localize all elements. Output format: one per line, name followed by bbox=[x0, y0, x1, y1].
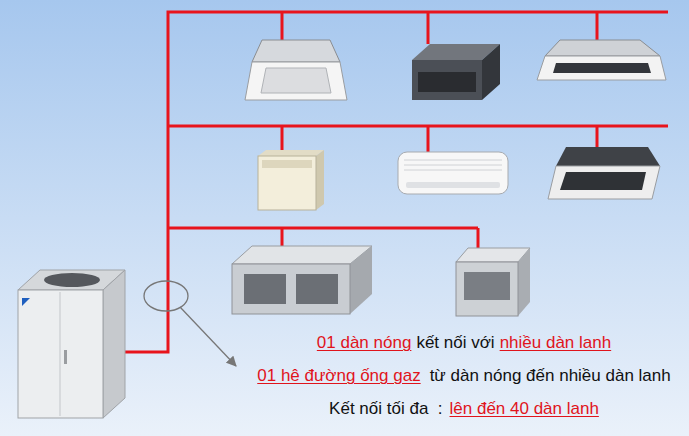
note-line: Kết nối tối đa : lên đến 40 dàn lanh bbox=[329, 399, 599, 419]
unit-grille bbox=[261, 68, 331, 93]
unit-body bbox=[258, 156, 316, 210]
unit-panel bbox=[537, 56, 666, 80]
note-line: 01 hê đường ống gaz từ dàn nóng đến nhiều… bbox=[257, 366, 670, 386]
fan-grille bbox=[44, 273, 100, 287]
concealed-unit bbox=[456, 248, 530, 316]
unit-grille bbox=[560, 172, 646, 190]
unit-body bbox=[258, 150, 324, 156]
unit-body bbox=[545, 40, 660, 56]
cassette-unit bbox=[245, 40, 347, 100]
gas-pipe bbox=[427, 12, 430, 44]
highlight-text: 01 dàn nóng bbox=[317, 333, 412, 352]
gas-pipe bbox=[281, 126, 284, 154]
unit-body bbox=[556, 147, 660, 166]
unit-grille bbox=[296, 274, 338, 304]
note-line: 01 dàn nóngkết nối với nhiều dàn lanh bbox=[317, 333, 611, 353]
unit-seam bbox=[60, 292, 61, 416]
unit-panel bbox=[245, 62, 347, 100]
gas-pipe bbox=[596, 12, 599, 40]
unit-body bbox=[412, 60, 482, 100]
gas-pipe bbox=[125, 12, 668, 352]
highlight-text: 01 hê đường ống gaz bbox=[257, 366, 420, 385]
unit-grille bbox=[418, 72, 476, 92]
unit-body bbox=[350, 246, 372, 314]
gas-pipe bbox=[427, 126, 430, 154]
unit-body bbox=[518, 248, 530, 316]
unit-body bbox=[482, 44, 500, 100]
unit-grille bbox=[464, 272, 510, 300]
highlight-text: nhiều dàn lanh bbox=[500, 333, 612, 352]
unit-body bbox=[398, 152, 508, 194]
unit-body bbox=[456, 248, 530, 262]
unit-handle bbox=[64, 350, 67, 364]
leader-line bbox=[180, 307, 236, 366]
gas-pipe bbox=[281, 228, 284, 246]
note-text: Kết nối tối đa : bbox=[329, 399, 442, 418]
gas-pipe bbox=[477, 228, 480, 248]
brand-logo bbox=[22, 298, 30, 306]
gas-pipe bbox=[168, 125, 668, 128]
cassette-unit bbox=[548, 147, 660, 199]
note-text: từ dàn nóng đến nhiều dàn lanh bbox=[430, 366, 671, 385]
unit-body bbox=[456, 262, 518, 316]
duct-unit bbox=[412, 44, 500, 100]
unit-grille bbox=[262, 160, 312, 168]
unit-grille bbox=[244, 274, 286, 304]
gas-pipe bbox=[168, 227, 478, 230]
unit-grille bbox=[553, 63, 651, 73]
unit-body bbox=[103, 270, 125, 418]
outdoor-unit bbox=[18, 270, 125, 418]
unit-louver bbox=[406, 182, 500, 188]
gas-pipe bbox=[281, 12, 284, 42]
wall-unit bbox=[398, 152, 508, 194]
unit-panel bbox=[548, 166, 660, 199]
unit-body bbox=[316, 150, 324, 210]
unit-body bbox=[232, 246, 372, 264]
callout-ellipse bbox=[144, 281, 188, 311]
unit-body bbox=[252, 40, 340, 62]
unit-body bbox=[232, 264, 350, 314]
note-text: kết nối với bbox=[416, 333, 494, 352]
highlight-text: lên đến 40 dàn lanh bbox=[450, 399, 599, 418]
gas-pipe bbox=[125, 12, 668, 352]
unit-body bbox=[18, 290, 103, 418]
duct-unit bbox=[232, 246, 372, 314]
gas-pipe bbox=[596, 126, 599, 147]
cassette-unit bbox=[537, 40, 666, 80]
floor-unit bbox=[258, 150, 324, 210]
unit-grille bbox=[404, 160, 502, 170]
